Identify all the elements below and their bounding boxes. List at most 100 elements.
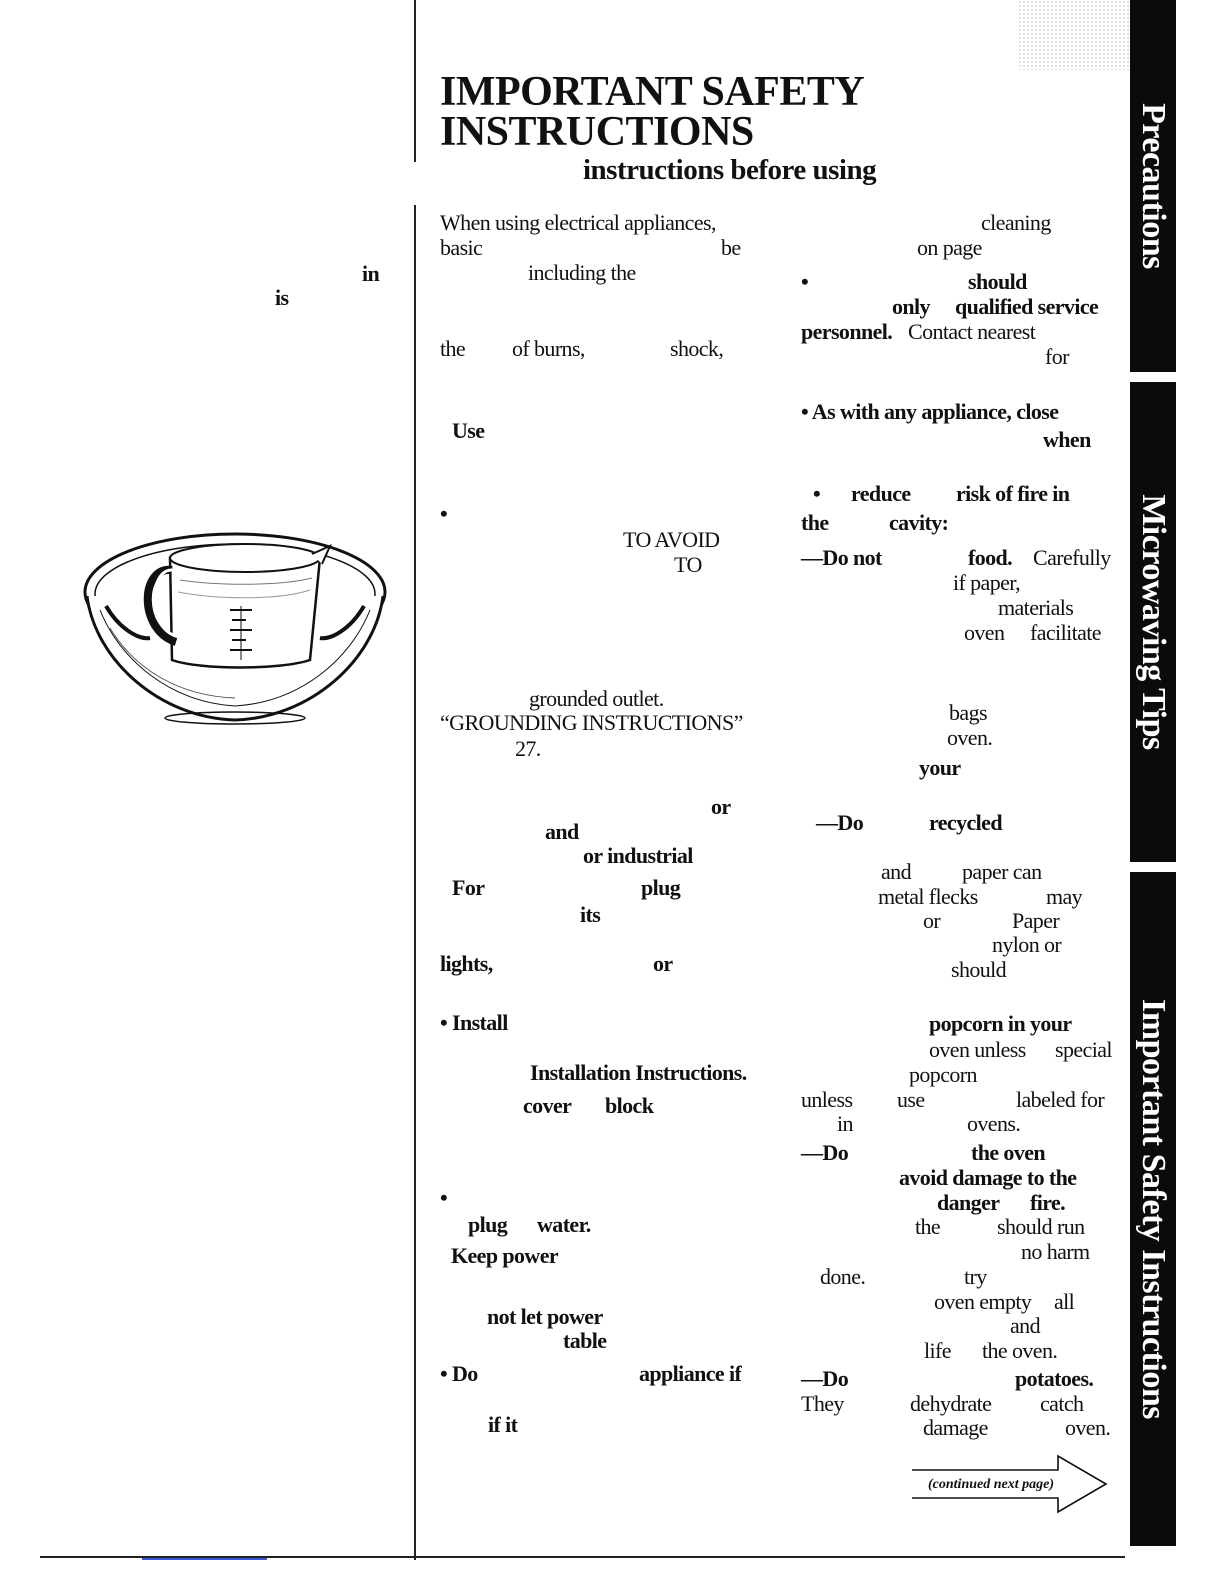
bowl-with-measuring-cup-icon bbox=[83, 532, 387, 725]
tab-label: Precautions bbox=[1135, 103, 1172, 269]
text-fragment: fire. bbox=[1030, 1190, 1066, 1215]
text-fragment: should bbox=[968, 269, 1027, 294]
text-fragment: your bbox=[919, 755, 961, 780]
tab-label: Microwaving Tips bbox=[1135, 494, 1172, 750]
text-fragment: or bbox=[923, 908, 941, 933]
tab-microwaving-tips[interactable]: Microwaving Tips bbox=[1130, 382, 1176, 862]
text-fragment: cover bbox=[523, 1093, 572, 1118]
bullet-icon: • bbox=[440, 501, 448, 526]
text-fragment: Use bbox=[452, 418, 485, 443]
text-fragment: only bbox=[892, 294, 931, 319]
text-fragment: oven unless bbox=[929, 1037, 1026, 1062]
text-fragment: —Do bbox=[801, 1366, 849, 1391]
text-fragment: basic bbox=[440, 235, 483, 260]
title-line-1: IMPORTANT SAFETY bbox=[440, 69, 865, 115]
text-fragment: cleaning bbox=[981, 210, 1051, 235]
text-fragment: in bbox=[362, 261, 380, 286]
text-fragment: including the bbox=[528, 260, 636, 285]
text-fragment: —Do not bbox=[801, 545, 882, 570]
text-fragment: TO AVOID bbox=[623, 527, 720, 552]
continue-arrow-icon bbox=[912, 1454, 1108, 1514]
text-fragment: of burns, bbox=[512, 336, 585, 361]
page-subtitle: instructions before using bbox=[583, 154, 877, 186]
text-fragment: danger bbox=[937, 1190, 1000, 1215]
text-fragment: not let power bbox=[487, 1304, 603, 1329]
text-fragment: For bbox=[452, 875, 485, 900]
text-fragment: Contact nearest bbox=[908, 319, 1036, 344]
text-fragment: when bbox=[1043, 427, 1091, 452]
text-fragment: facilitate bbox=[1030, 620, 1102, 645]
page-title: IMPORTANT SAFETY INSTRUCTIONS bbox=[440, 69, 1000, 153]
text-fragment: materials bbox=[998, 595, 1074, 620]
text-fragment: potatoes. bbox=[1015, 1366, 1094, 1391]
text-fragment: or bbox=[711, 794, 731, 819]
text-fragment: appliance if bbox=[639, 1361, 742, 1386]
text-fragment: the bbox=[440, 336, 466, 361]
text-fragment: for bbox=[1045, 344, 1069, 369]
scan-stipple bbox=[1018, 0, 1134, 70]
column-divider-top bbox=[414, 0, 416, 162]
text-fragment: grounded outlet. bbox=[529, 686, 664, 711]
text-fragment: • As with any appliance, close bbox=[801, 399, 1059, 424]
bullet-icon: • bbox=[813, 481, 821, 506]
text-fragment: the oven. bbox=[982, 1338, 1058, 1363]
text-fragment: be bbox=[721, 235, 741, 260]
text-fragment: qualified service bbox=[955, 294, 1099, 319]
text-fragment: should run bbox=[997, 1214, 1085, 1239]
text-fragment: no harm bbox=[1021, 1239, 1090, 1264]
text-fragment: and bbox=[881, 859, 912, 884]
text-fragment: the oven bbox=[971, 1140, 1046, 1165]
text-fragment: Installation Instructions. bbox=[530, 1060, 747, 1085]
text-fragment: or bbox=[653, 951, 673, 976]
text-fragment: Paper bbox=[1012, 908, 1060, 933]
text-fragment: —Do bbox=[801, 1140, 849, 1165]
text-fragment: risk of fire in bbox=[956, 481, 1070, 506]
text-fragment: special bbox=[1055, 1037, 1112, 1062]
text-fragment: oven bbox=[964, 620, 1005, 645]
bottom-rule bbox=[40, 1556, 1125, 1558]
text-fragment: plug bbox=[468, 1212, 508, 1237]
text-fragment: avoid damage to the bbox=[899, 1165, 1077, 1190]
bottom-rule-accent bbox=[142, 1558, 267, 1560]
text-fragment: is bbox=[275, 285, 289, 310]
text-fragment: popcorn in your bbox=[929, 1011, 1072, 1036]
text-fragment: block bbox=[605, 1093, 654, 1118]
tab-important-safety-instructions[interactable]: Important Safety Instructions bbox=[1130, 872, 1176, 1546]
text-fragment: labeled for bbox=[1016, 1087, 1105, 1112]
text-fragment: its bbox=[580, 902, 601, 927]
text-fragment: recycled bbox=[929, 810, 1003, 835]
text-fragment: metal flecks bbox=[878, 884, 978, 909]
text-fragment: food. bbox=[968, 545, 1013, 570]
text-fragment: They bbox=[801, 1391, 844, 1416]
text-fragment: oven. bbox=[1065, 1415, 1111, 1440]
text-fragment: if it bbox=[488, 1412, 518, 1437]
bullet-icon: • bbox=[440, 1185, 448, 1210]
text-fragment: bags bbox=[949, 700, 988, 725]
text-fragment: —Do bbox=[816, 810, 864, 835]
text-fragment: in bbox=[837, 1111, 854, 1136]
text-fragment: nylon or bbox=[992, 932, 1062, 957]
text-fragment: if paper, bbox=[953, 570, 1021, 595]
text-fragment: Keep power bbox=[451, 1243, 559, 1268]
text-fragment: cavity: bbox=[889, 510, 949, 535]
tab-precautions[interactable]: Precautions bbox=[1130, 0, 1176, 372]
text-fragment: life bbox=[924, 1338, 952, 1363]
text-fragment: When using electrical appliances, bbox=[440, 210, 716, 235]
text-fragment: or industrial bbox=[583, 843, 693, 868]
text-fragment: damage bbox=[923, 1415, 988, 1440]
text-fragment: oven empty bbox=[934, 1289, 1032, 1314]
text-fragment: Carefully bbox=[1033, 545, 1111, 570]
text-fragment: • Install bbox=[440, 1010, 508, 1035]
text-fragment: the bbox=[801, 510, 829, 535]
text-fragment: reduce bbox=[851, 481, 911, 506]
text-fragment: ovens. bbox=[967, 1111, 1021, 1136]
continued-next-page: (continued next page) bbox=[928, 1477, 1054, 1492]
text-fragment: should bbox=[951, 957, 1007, 982]
text-fragment: personnel. bbox=[801, 319, 893, 344]
text-fragment: catch bbox=[1040, 1391, 1084, 1416]
text-fragment: use bbox=[897, 1087, 925, 1112]
text-fragment: done. bbox=[820, 1264, 866, 1289]
text-fragment: try bbox=[964, 1264, 987, 1289]
text-fragment: lights, bbox=[440, 951, 493, 976]
bullet-icon: • bbox=[801, 269, 809, 294]
